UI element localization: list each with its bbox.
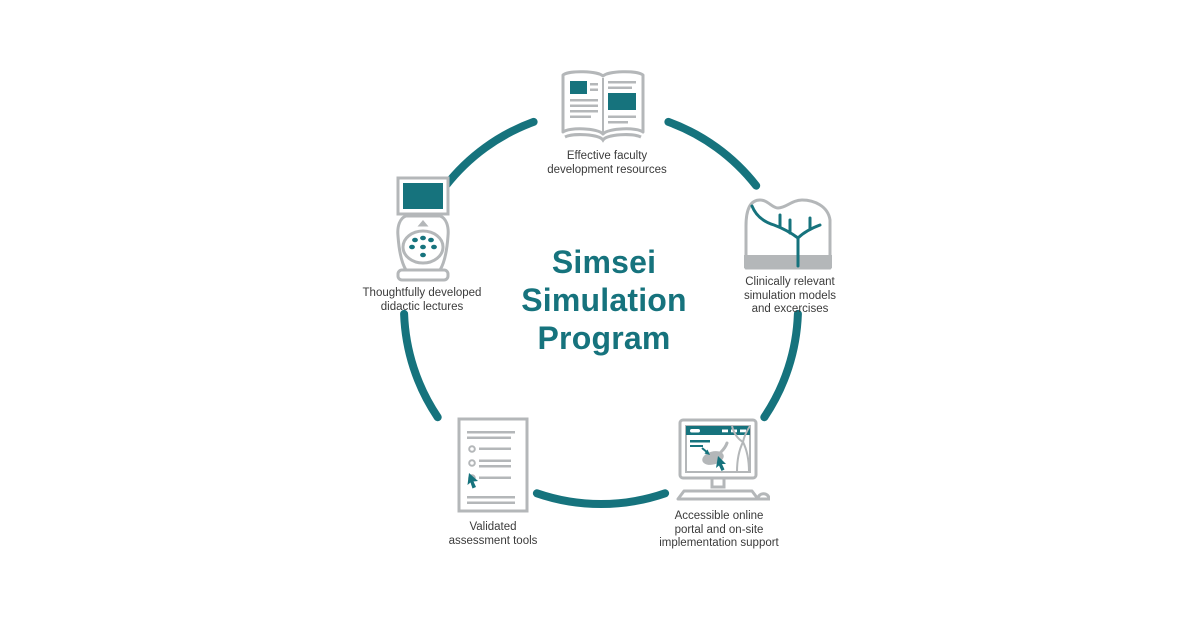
checklist-document-icon bbox=[457, 417, 529, 513]
node-didactic-lectures: Thoughtfully developed didactic lectures bbox=[363, 176, 481, 313]
diagram-title-line: Simsei bbox=[551, 244, 657, 280]
diagram-title-line: Program bbox=[537, 320, 671, 356]
circle-arc-segment bbox=[532, 489, 670, 509]
node-faculty-resources: Effective faculty development resources bbox=[547, 66, 667, 176]
node-label: Clinically relevant simulation models an… bbox=[743, 276, 837, 315]
node-assessment-tools: Validated assessment tools bbox=[449, 415, 537, 547]
anatomy-model-icon bbox=[744, 198, 832, 270]
open-book-icon bbox=[561, 70, 645, 143]
node-label: Thoughtfully developed didactic lectures bbox=[362, 287, 482, 313]
circle-arc-segment bbox=[400, 309, 442, 422]
node-label: Effective faculty development resources bbox=[547, 150, 667, 176]
circle-arc-segment bbox=[441, 117, 538, 190]
computer-portal-icon bbox=[676, 418, 770, 501]
circle-arc-segment bbox=[664, 117, 761, 190]
node-label: Validated assessment tools bbox=[448, 521, 538, 547]
diagram-title: Simsei Simulation Program bbox=[394, 243, 814, 357]
circle-arc-segment bbox=[760, 309, 802, 422]
diagram-title-line: Simulation bbox=[521, 282, 687, 318]
node-label: Accessible online portal and on-site imp… bbox=[659, 510, 779, 549]
node-online-portal: Accessible online portal and on-site imp… bbox=[659, 418, 779, 549]
node-simulation-models: Clinically relevant simulation models an… bbox=[740, 192, 836, 315]
lap-trainer-icon bbox=[396, 176, 450, 282]
